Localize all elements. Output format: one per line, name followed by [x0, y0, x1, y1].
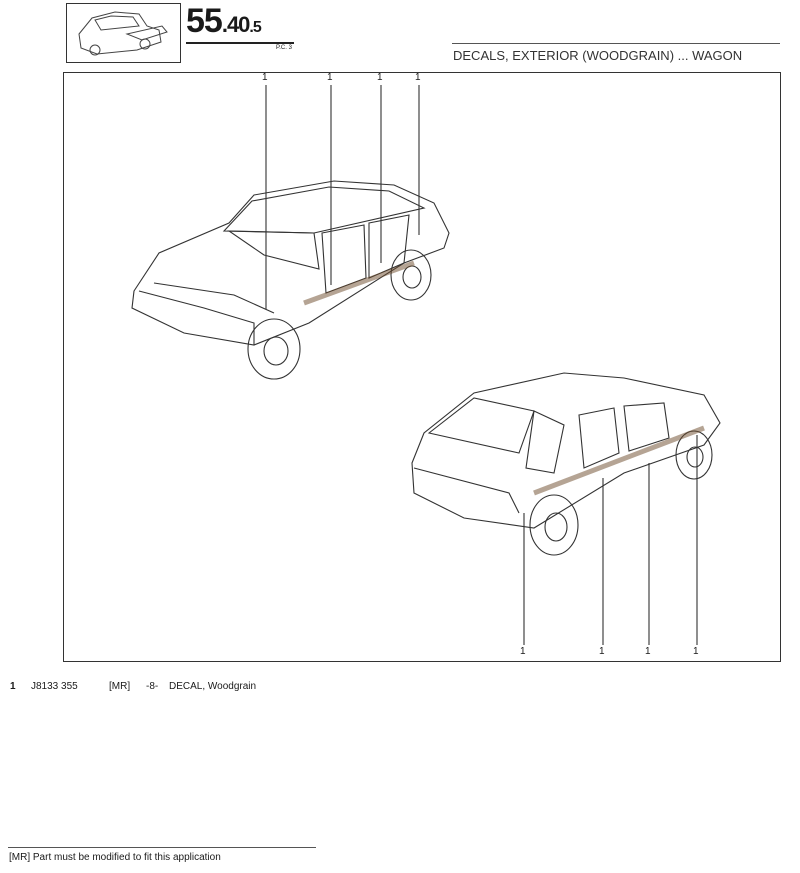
part-number: J8133 355	[31, 681, 78, 692]
callout-label: 1	[377, 72, 383, 83]
part-description: DECAL, Woodgrain	[169, 681, 257, 692]
callout-label: 1	[645, 646, 651, 657]
wagon-illustration	[131, 85, 721, 645]
callout-label: 1	[327, 72, 333, 83]
part-flag: [MR]	[109, 681, 131, 692]
illustration-frame	[63, 72, 781, 662]
section-number: 55.40.5	[186, 2, 262, 41]
section-underline	[186, 42, 294, 44]
part-qty: -8-	[146, 681, 159, 692]
title-rule	[452, 43, 780, 44]
page-code: P.C. 3	[276, 45, 292, 51]
callout-label: 1	[693, 646, 699, 657]
section-sub: .40	[221, 12, 251, 37]
footnote: [MR] Part must be modified to fit this a…	[9, 852, 221, 863]
footnote-rule	[8, 847, 316, 848]
section-thumbnail	[66, 3, 181, 63]
section-suffix: .5	[249, 19, 261, 36]
part-ref: 1	[10, 681, 16, 692]
page-title: DECALS, EXTERIOR (WOODGRAIN) ... WAGON	[453, 48, 743, 63]
callout-label: 1	[262, 72, 268, 83]
callout-label: 1	[415, 72, 421, 83]
callout-label: 1	[599, 646, 605, 657]
car-thumbnail-icon	[78, 11, 168, 56]
front-car-body	[131, 180, 450, 346]
rear-car-body	[411, 372, 721, 529]
section-main: 55	[186, 2, 223, 40]
callout-label: 1	[520, 646, 526, 657]
